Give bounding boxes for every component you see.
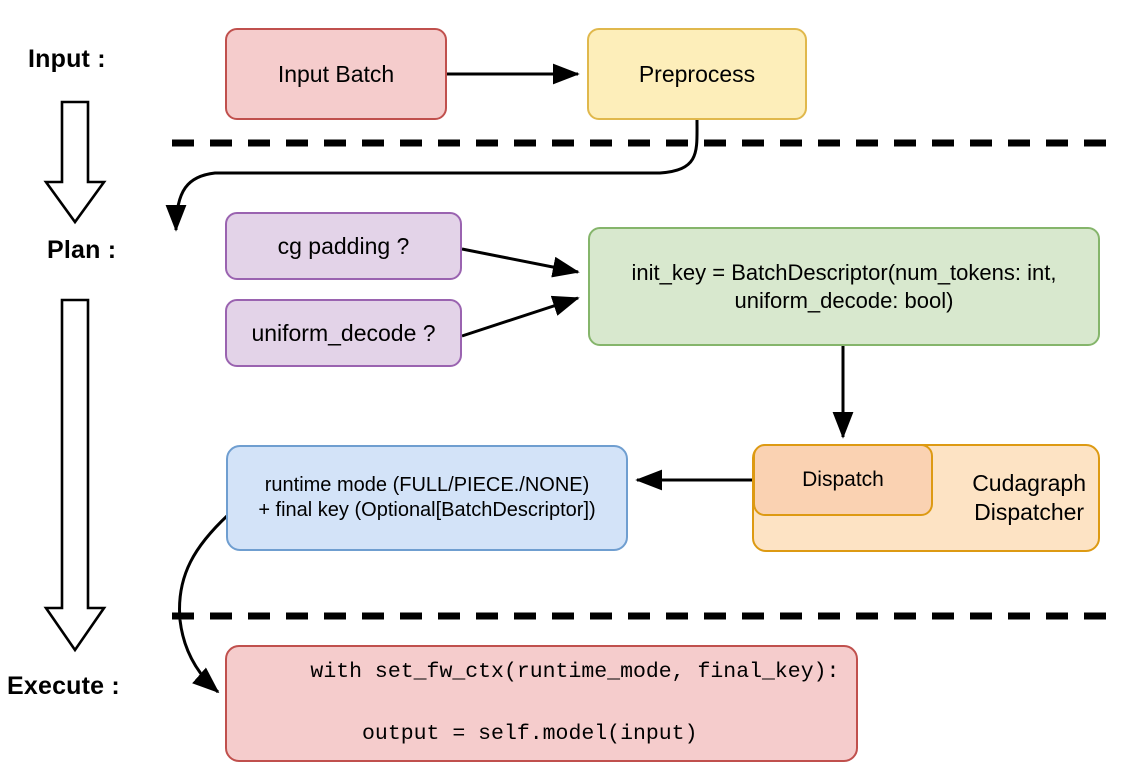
stage-arrow-plan-to-execute: [43, 298, 107, 653]
node-input-batch[interactable]: Input Batch: [225, 28, 447, 120]
node-init-key[interactable]: init_key = BatchDescriptor(num_tokens: i…: [588, 227, 1100, 346]
node-cudagraph-dispatcher-line-2: Dispatcher: [974, 499, 1085, 525]
node-dispatch[interactable]: Dispatch: [753, 444, 933, 516]
edge-runtime-mode-to-execute-code: [177, 513, 230, 694]
node-preprocess[interactable]: Preprocess: [587, 28, 807, 120]
node-runtime-mode-line-2: + final key (Optional[BatchDescriptor]): [258, 499, 596, 521]
node-uniform-decode-label: uniform_decode ?: [251, 319, 436, 346]
stage-label-plan: Plan :: [47, 236, 117, 264]
node-execute-code[interactable]: with set_fw_ctx(runtime_mode, final_key)…: [225, 645, 858, 762]
node-execute-code-line-2: output = self.model(input): [310, 722, 698, 747]
node-uniform-decode[interactable]: uniform_decode ?: [225, 299, 462, 367]
stage-label-input: Input :: [28, 45, 106, 73]
stage-arrow-input-to-plan: [43, 100, 107, 225]
node-input-batch-label: Input Batch: [277, 60, 395, 87]
stage-label-execute: Execute :: [7, 672, 120, 700]
node-cg-padding-label: cg padding ?: [277, 232, 410, 259]
node-execute-code-line-1: with set_fw_ctx(runtime_mode, final_key)…: [310, 659, 840, 684]
node-cudagraph-dispatcher-line-1: Cudagraph: [972, 470, 1086, 497]
edge-uniform-decode-to-init-key: [461, 295, 580, 338]
node-init-key-line-2: uniform_decode: bool): [734, 287, 954, 313]
node-cg-padding[interactable]: cg padding ?: [225, 212, 462, 280]
edge-cg-padding-to-init-key: [461, 247, 580, 278]
node-dispatch-label: Dispatch: [802, 467, 884, 491]
node-preprocess-label: Preprocess: [638, 60, 756, 87]
node-runtime-mode[interactable]: runtime mode (FULL/PIECE./NONE) + final …: [226, 445, 628, 551]
node-runtime-mode-line-1: runtime mode (FULL/PIECE./NONE): [264, 474, 590, 496]
node-init-key-line-1: init_key = BatchDescriptor(num_tokens: i…: [631, 260, 1057, 285]
